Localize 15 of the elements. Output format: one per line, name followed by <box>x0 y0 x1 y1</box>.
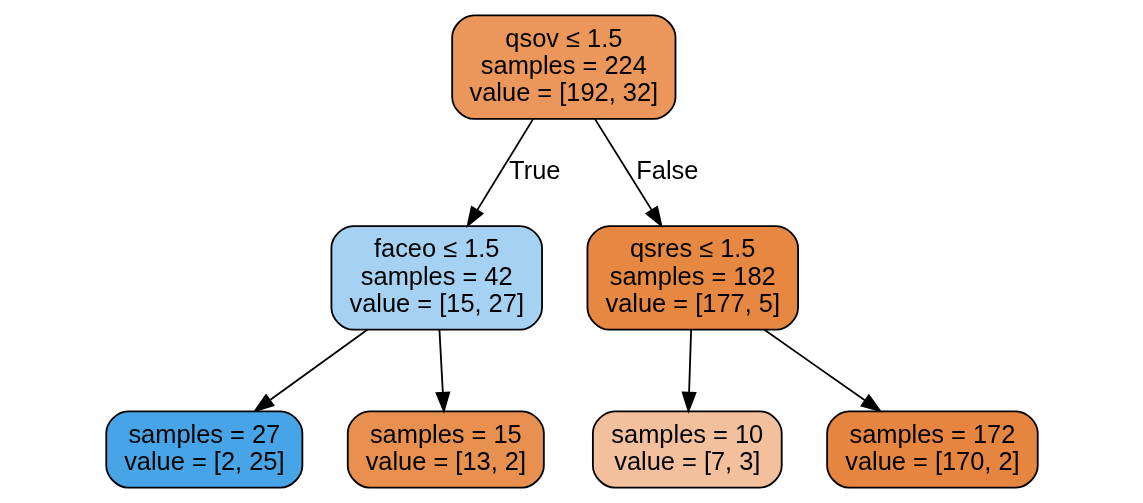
arrow <box>252 328 369 413</box>
arrow <box>593 118 663 228</box>
node-box: qsov ≤ 1.5 samples = 224 value = [192, 32] <box>450 14 676 120</box>
arrow <box>434 328 450 414</box>
edge-label: False <box>635 156 698 185</box>
node-box: samples = 15 value = [13, 2] <box>346 410 545 489</box>
node-box: faceo ≤ 1.5 samples = 42 value = [15, 27] <box>330 225 543 331</box>
node-box: qsres ≤ 1.5 samples = 182 value = [177, 5] <box>586 225 799 331</box>
node-box: samples = 27 value = [2, 25] <box>104 410 303 489</box>
arrow <box>465 118 534 228</box>
edge-label: True <box>508 156 560 185</box>
arrow <box>680 328 697 414</box>
arrow <box>762 328 882 413</box>
node-box: samples = 10 value = [7, 3] <box>591 410 783 489</box>
node-box: samples = 172 value = [170, 2] <box>825 410 1039 489</box>
